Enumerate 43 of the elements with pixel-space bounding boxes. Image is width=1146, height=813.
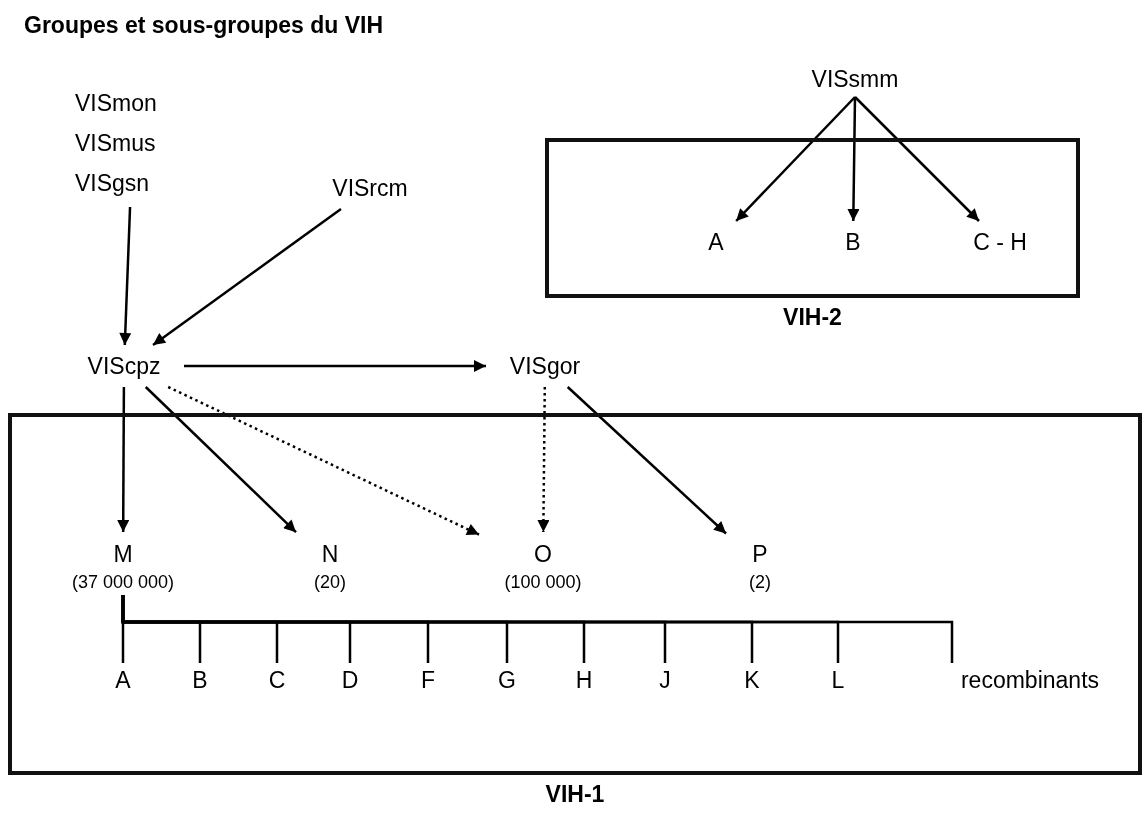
arrow <box>144 386 297 534</box>
virus-label: D <box>341 666 359 695</box>
virus-label: P <box>752 540 768 569</box>
virus-label: C <box>268 666 286 695</box>
virus-label: VISmon <box>75 89 157 118</box>
arrow <box>735 96 856 222</box>
virus-label: O <box>534 540 552 569</box>
arrow <box>152 208 342 346</box>
group-title: VIH-1 <box>544 781 606 808</box>
virus-label: VISsmm <box>811 65 899 94</box>
arrow <box>117 387 130 532</box>
virus-label: VISrcm <box>332 174 408 203</box>
virus-label: L <box>831 666 845 695</box>
virus-label: B <box>192 666 208 695</box>
group-title: VIH-2 <box>782 304 843 331</box>
virus-label: M <box>113 540 133 569</box>
virus-label: VISmus <box>75 129 156 158</box>
virus-label: B <box>845 228 861 257</box>
virus-label: H <box>575 666 593 695</box>
count-label: (2) <box>749 571 771 593</box>
arrow <box>537 387 550 532</box>
arrow <box>119 206 132 346</box>
virus-label: VISgor <box>509 352 581 381</box>
arrow <box>854 96 980 222</box>
arrow <box>184 360 486 372</box>
arrow <box>167 385 480 536</box>
count-label: (100 000) <box>504 571 582 593</box>
virus-label: N <box>321 540 339 569</box>
virus-label: G <box>498 666 516 695</box>
virus-label: VIScpz <box>87 352 161 381</box>
virus-label: VISgsn <box>75 169 150 198</box>
arrow <box>566 386 727 535</box>
count-label: (20) <box>314 571 346 593</box>
virus-label: F <box>420 666 436 695</box>
virus-label: K <box>744 666 760 695</box>
virus-label: C - H <box>973 228 1027 257</box>
virus-label: A <box>708 228 724 257</box>
diagram-title: Groupes et sous-groupes du VIH <box>24 12 384 39</box>
count-label: (37 000 000) <box>71 571 175 593</box>
virus-label: A <box>115 666 131 695</box>
arrow <box>847 97 860 221</box>
virus-label: recombinants <box>960 666 1100 695</box>
virus-label: J <box>659 666 671 695</box>
